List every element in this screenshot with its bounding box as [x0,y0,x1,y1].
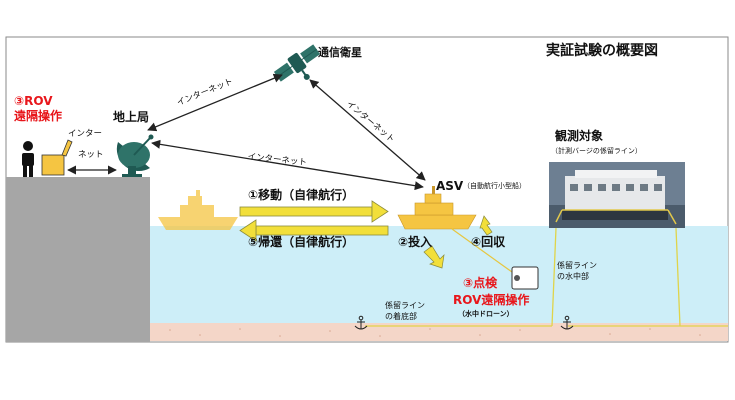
arrow-deploy [423,245,445,269]
step-recover-label: ④回収 [471,235,506,249]
rov-controller-icon [41,139,73,176]
link-rov-ground-label-2: ネット [78,150,104,160]
asv-note: （自動航行小型船） [463,182,526,190]
mooring-bottom-label-2: の着底部 [385,312,417,321]
step-inspect-label-1: ③点検 [463,276,498,290]
seabed-dots [169,328,701,337]
ground-station-dish-icon [116,134,154,177]
rov-operation-label-2: 遠隔操作 [14,109,63,123]
rov-operation-label-1: ③ROV [14,94,53,108]
mooring-water-label-1: 係留ライン [557,261,597,270]
anchor-icon [354,315,368,330]
seabed [150,323,728,341]
step-inspect-note: （水中ドローン） [458,310,514,318]
mooring-lines [365,227,728,327]
step-return-label: ⑤帰還（自律航行） [248,235,355,249]
ground-station-label: 地上局 [113,110,150,124]
sea [150,226,728,326]
satellite-label: 通信衛星 [318,46,362,59]
target-label: 観測対象 [555,129,604,143]
rov-drone-icon [511,266,539,290]
step-inspect-label-2: ROV遠隔操作 [453,293,530,307]
step-deploy-label: ②投入 [398,235,433,249]
barge-photo [549,162,685,228]
arrow-recover [479,215,493,236]
asv-ship [397,186,477,230]
arrow-ground-asv [151,139,424,191]
ship-departed [158,190,238,230]
step-move-label: ①移動（自律航行） [248,188,355,202]
mooring-water-label-2: の水中部 [557,272,589,281]
anchor-icon [560,315,574,330]
arrow-move-right [239,200,389,223]
arrow-sat-ground [147,73,283,132]
mooring-bottom-label-1: 係留ライン [385,301,425,310]
diagram-title: 実証試験の概要図 [546,43,658,59]
rov-tether [451,228,513,273]
target-note: （計測バージの係留ライン） [551,147,642,155]
link-rov-ground-label-1: インター [68,129,103,139]
operator-person-icon [22,141,34,177]
quay [6,177,150,342]
asv-label: ASV [436,179,464,193]
arrow-return-left [239,219,389,242]
